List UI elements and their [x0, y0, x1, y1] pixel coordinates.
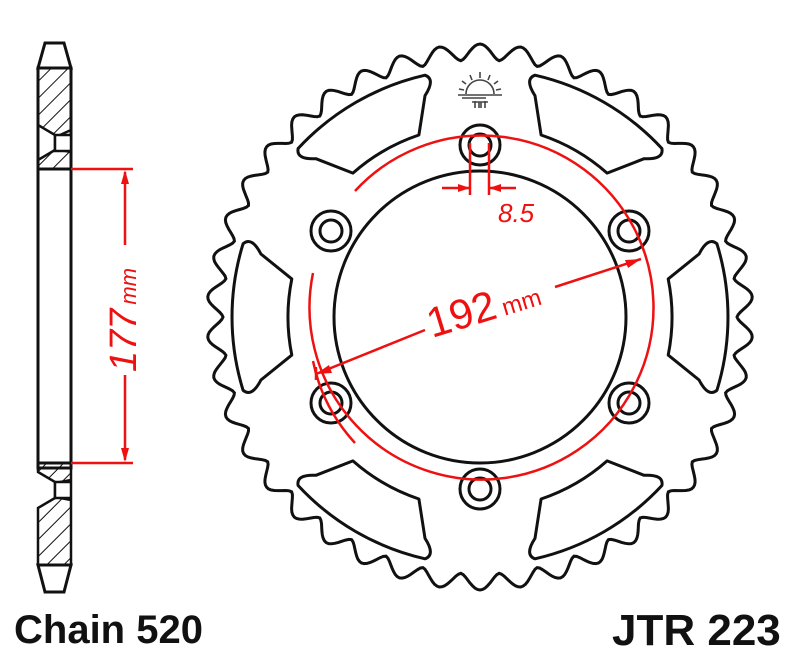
lightening-slot [296, 459, 432, 561]
sunrise-logo-icon [458, 72, 502, 108]
part-number-label: JTR 223 [612, 606, 781, 655]
dimension-8.5-label: 8.5 [498, 198, 535, 228]
center-bore [332, 169, 628, 465]
lightening-slot [528, 459, 664, 561]
lightening-slot [296, 73, 432, 175]
lightening-slot [230, 240, 294, 394]
lightening-slot [666, 240, 730, 394]
sprocket-teeth-outline [206, 42, 754, 592]
bolt-hole [458, 123, 502, 167]
bolt-hole [309, 209, 353, 253]
bolt-hole [458, 467, 502, 511]
dimension-177-label: 177mm [103, 268, 145, 372]
dimension-8.5 [442, 143, 516, 195]
sprocket-front-view [206, 42, 754, 592]
lightening-slot [528, 73, 664, 175]
side-profile-view [36, 41, 73, 594]
dimension-192 [314, 257, 642, 380]
bolt-hole [607, 381, 651, 425]
lightening-slots [230, 73, 730, 561]
chain-size-label: Chain 520 [14, 608, 203, 652]
bolt-holes [309, 123, 651, 511]
dimension-192-label: 192mm [421, 268, 546, 347]
dimension-177 [71, 167, 133, 465]
